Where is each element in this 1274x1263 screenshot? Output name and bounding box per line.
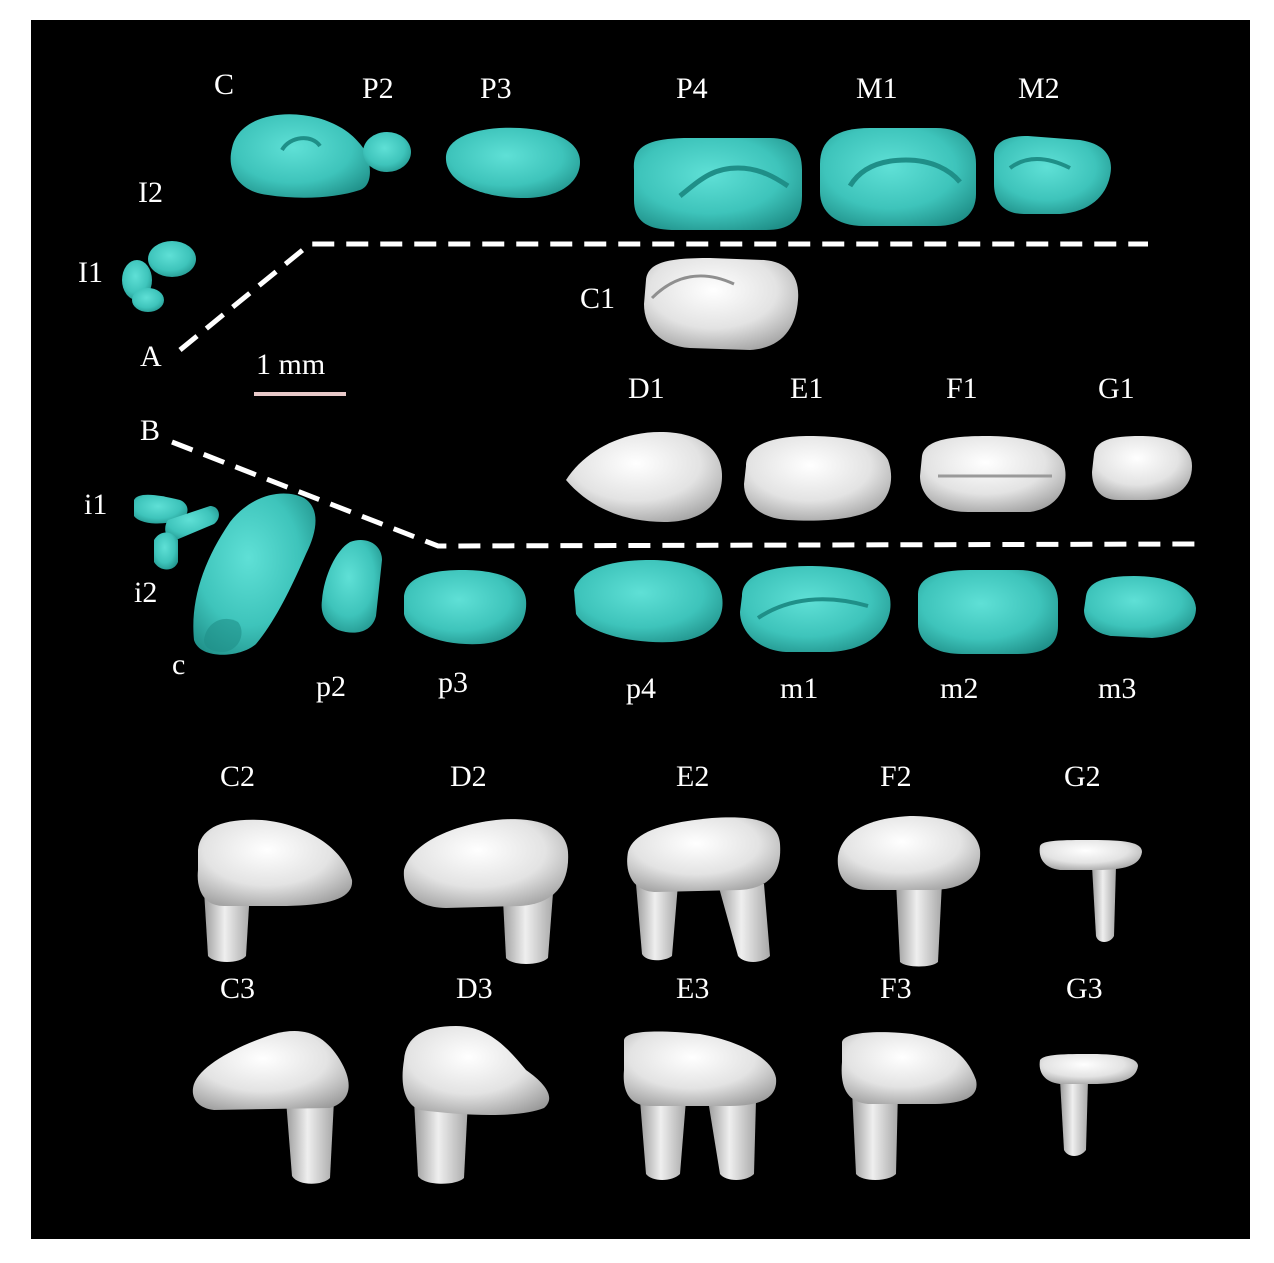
tooth-i1	[134, 494, 188, 524]
tooth-E3-root-a	[640, 1100, 686, 1180]
label-F3: F3	[880, 972, 912, 1005]
tooth-D2-crown	[403, 819, 569, 908]
label-m3: m3	[1098, 672, 1136, 705]
tooth-C-upper	[230, 114, 370, 198]
tooth-C2-root	[204, 890, 250, 962]
tooth-G2-root	[1092, 866, 1116, 942]
tooth-m1-lower	[740, 566, 891, 652]
tooth-C2-crown	[197, 819, 353, 906]
tooth-C-upper-ridge	[280, 136, 322, 152]
tooth-P3-upper	[445, 127, 580, 198]
dashed-line-B	[171, 439, 1197, 549]
label-G1: G1	[1098, 372, 1135, 405]
label-E2: E2	[676, 760, 709, 793]
tooth-E2-root-b	[718, 884, 770, 962]
tooth-M1-upper-ridge	[847, 157, 962, 188]
label-M1: M1	[856, 72, 898, 105]
label-m2: m2	[940, 672, 978, 705]
tooth-C3-root	[286, 1100, 334, 1184]
tooth-F2-crown	[837, 816, 981, 890]
label-panel-B: B	[140, 414, 160, 447]
label-p2: p2	[316, 670, 346, 703]
label-G2: G2	[1064, 760, 1101, 793]
tooth-G3-root	[1060, 1080, 1088, 1156]
tooth-F1	[920, 436, 1066, 512]
tooth-i2-b	[154, 532, 178, 570]
label-m1: m1	[780, 672, 818, 705]
label-C3: C3	[220, 972, 255, 1005]
row1-occlusal	[566, 432, 1192, 522]
tooth-I2-upper	[148, 241, 196, 277]
label-I1: I1	[78, 256, 103, 289]
label-i2: i2	[134, 576, 157, 609]
tooth-C1-ridge	[650, 274, 735, 300]
lower-teeth	[134, 493, 1196, 655]
row2-lateral	[197, 816, 1142, 967]
tooth-E1	[744, 436, 892, 521]
label-P3: P3	[480, 72, 512, 105]
tooth-F2-root	[896, 882, 942, 967]
tooth-M1-upper	[820, 128, 976, 226]
tooth-D3-crown	[402, 1026, 550, 1115]
tooth-c-lower	[193, 493, 316, 655]
label-D3: D3	[456, 972, 493, 1005]
tooth-I1-upper-b	[132, 288, 164, 312]
tooth-F3-crown	[841, 1032, 977, 1104]
label-C1: C1	[580, 282, 615, 315]
label-I2: I2	[138, 176, 163, 209]
tooth-p2-lower	[321, 540, 382, 633]
label-F2: F2	[880, 760, 912, 793]
tooth-m2-lower	[918, 570, 1058, 654]
label-C2: C2	[220, 760, 255, 793]
tooth-G3-crown	[1039, 1054, 1138, 1084]
tooth-E2-root-a	[636, 884, 678, 961]
tooth-E3-root-b	[708, 1100, 756, 1180]
label-i1: i1	[84, 488, 107, 521]
label-panel-A: A	[140, 340, 162, 373]
labels: C P2 P3 P4 M1 M2 I2 I1 A C1 1 mm B D1 E1…	[78, 68, 1136, 1005]
tooth-p4-lower	[574, 560, 723, 643]
tooth-C1	[644, 258, 799, 350]
tooth-G2-crown	[1039, 840, 1142, 870]
upper-teeth	[122, 114, 1111, 312]
label-P2: P2	[362, 72, 394, 105]
tooth-D3-root	[414, 1100, 468, 1184]
label-F1: F1	[946, 372, 978, 405]
tooth-P4-upper	[633, 138, 802, 230]
label-D2: D2	[450, 760, 487, 793]
dashed-line-A	[178, 241, 1148, 352]
tooth-i2-a	[165, 506, 219, 541]
tooth-c-lower-tip	[204, 618, 242, 652]
tooth-P2-upper	[363, 132, 411, 172]
tooth-C3-crown	[192, 1031, 349, 1110]
tooth-F3-root	[852, 1090, 898, 1180]
row3-lateral	[192, 1026, 1138, 1184]
tooth-P4-upper-ridge	[678, 165, 790, 198]
label-scale: 1 mm	[256, 348, 325, 381]
tooth-D1	[566, 432, 722, 522]
label-G3: G3	[1066, 972, 1103, 1005]
tooth-M2-upper	[994, 136, 1111, 214]
tooth-M2-upper-ridge	[1008, 157, 1071, 170]
tooth-E3-crown	[623, 1031, 777, 1106]
tooth-E2-crown	[627, 817, 781, 892]
label-p4: p4	[626, 672, 656, 705]
label-M2: M2	[1018, 72, 1060, 105]
label-C: C	[214, 68, 234, 101]
label-E1: E1	[790, 372, 823, 405]
tooth-m3-lower	[1084, 576, 1196, 638]
scale-bar	[254, 392, 346, 396]
tooth-G1	[1092, 436, 1192, 500]
label-p3: p3	[438, 666, 468, 699]
tooth-m1-lower-ridge	[756, 597, 869, 620]
label-P4: P4	[676, 72, 708, 105]
label-D1: D1	[628, 372, 665, 405]
tooth-p3-lower	[404, 570, 527, 645]
label-E3: E3	[676, 972, 709, 1005]
label-c: c	[172, 648, 185, 681]
